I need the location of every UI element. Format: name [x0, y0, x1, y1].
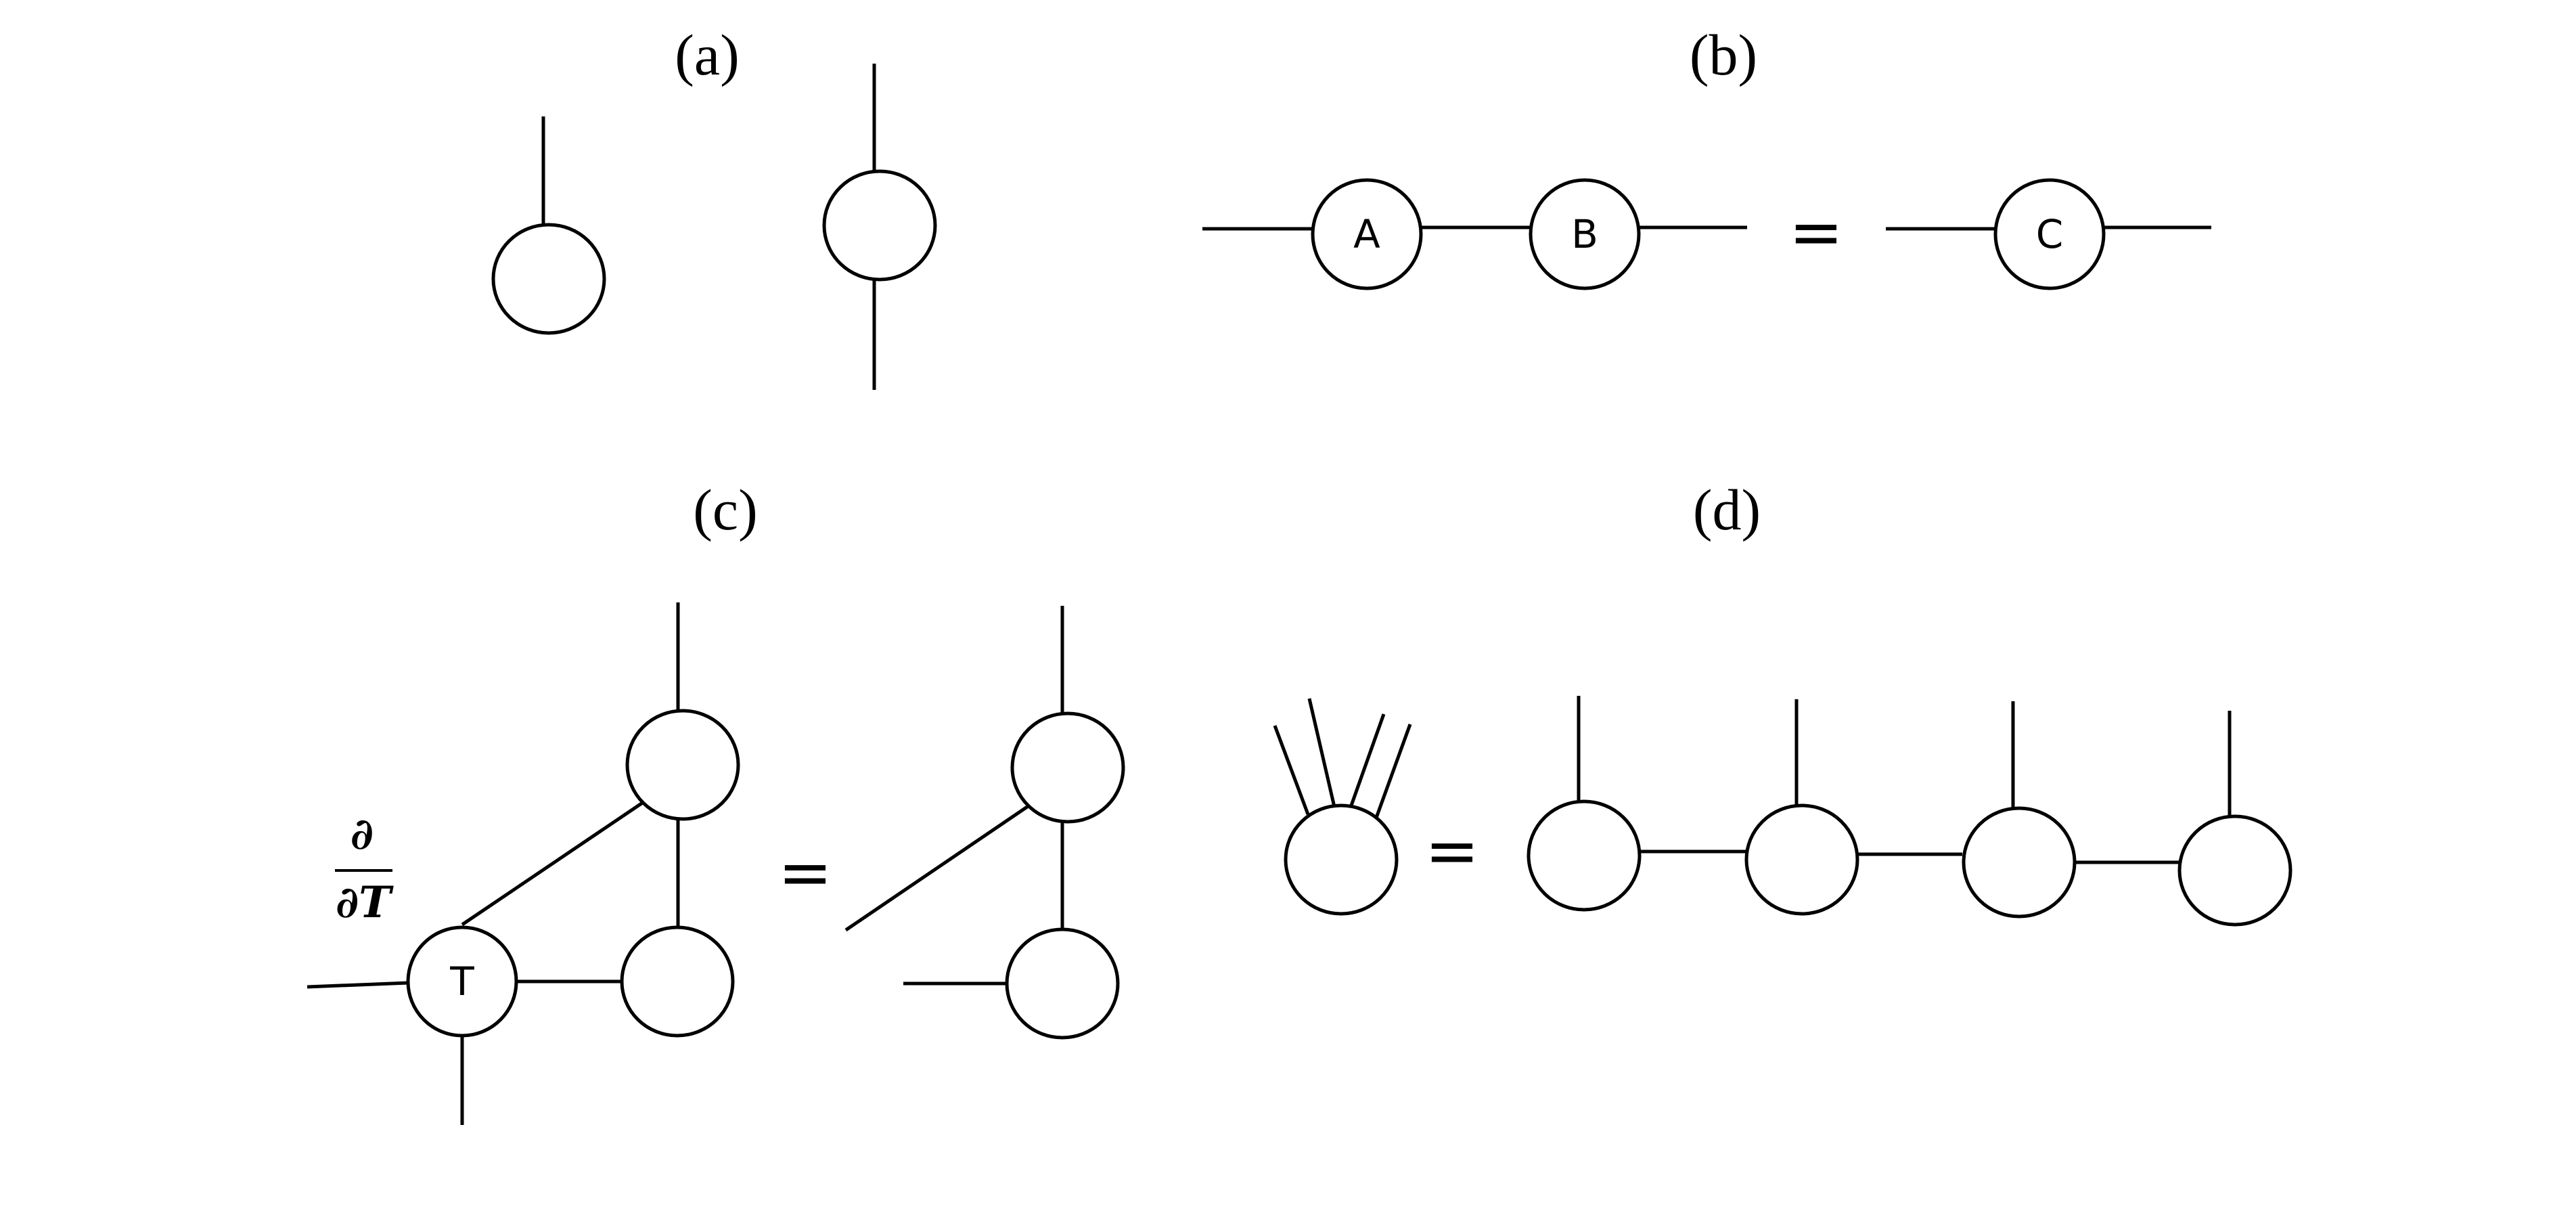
panel-b: (b) A B = C: [1202, 22, 2211, 290]
node-b: [1529, 178, 1641, 290]
bottom-right-node: [620, 925, 735, 1038]
bottom-node-result: [1005, 927, 1120, 1040]
panel-a: (a): [491, 22, 937, 390]
node-b-label: B: [1571, 211, 1598, 257]
equals-sign-b: =: [1789, 194, 1843, 270]
mps-node-3: [1962, 806, 2077, 919]
high-order-leg-1: [1273, 725, 1310, 815]
open-diagonal-leg: [844, 803, 1031, 932]
panel-d-label: (d): [1693, 477, 1761, 542]
vector-tensor: [491, 116, 606, 335]
derivative-denominator: ∂T: [336, 877, 394, 928]
diagonal-bond: [461, 800, 645, 927]
derivative-numerator: ∂: [351, 809, 374, 860]
network-before-derivative: T: [307, 602, 740, 1125]
mps-node-1: [1527, 799, 1642, 912]
mps-node-4: [2177, 814, 2292, 927]
top-node: [625, 709, 740, 821]
high-order-tensor: [1273, 698, 1412, 916]
vector-node: [491, 223, 606, 335]
t-left-leg: [307, 981, 409, 989]
derivative-operator: ∂ ∂T: [335, 809, 394, 928]
panel-a-label: (a): [675, 22, 739, 87]
node-a-label: A: [1353, 211, 1380, 257]
high-order-leg-2: [1307, 698, 1336, 808]
high-order-leg-4: [1374, 724, 1412, 818]
mps-chain: [1527, 696, 2292, 927]
top-node-result: [1010, 711, 1125, 824]
mps-node-2: [1744, 803, 1859, 916]
node-c: [1993, 178, 2106, 290]
matrix-node: [822, 169, 937, 282]
panel-c-label: (c): [693, 477, 757, 542]
matrix-tensor: [822, 64, 937, 390]
node-c-label: C: [2036, 211, 2064, 257]
node-t: [406, 925, 518, 1038]
high-order-leg-3: [1349, 713, 1386, 806]
panel-b-label: (b): [1690, 22, 1757, 87]
panel-d: (d) =: [1273, 477, 2292, 927]
equals-sign-c: =: [778, 835, 832, 910]
network-after-derivative: [844, 606, 1125, 1040]
high-order-node: [1284, 803, 1399, 916]
equals-sign-d: =: [1425, 813, 1479, 889]
node-t-label: T: [449, 958, 474, 1004]
panel-c: (c) ∂ ∂T T =: [307, 477, 1125, 1125]
node-a: [1311, 178, 1423, 290]
